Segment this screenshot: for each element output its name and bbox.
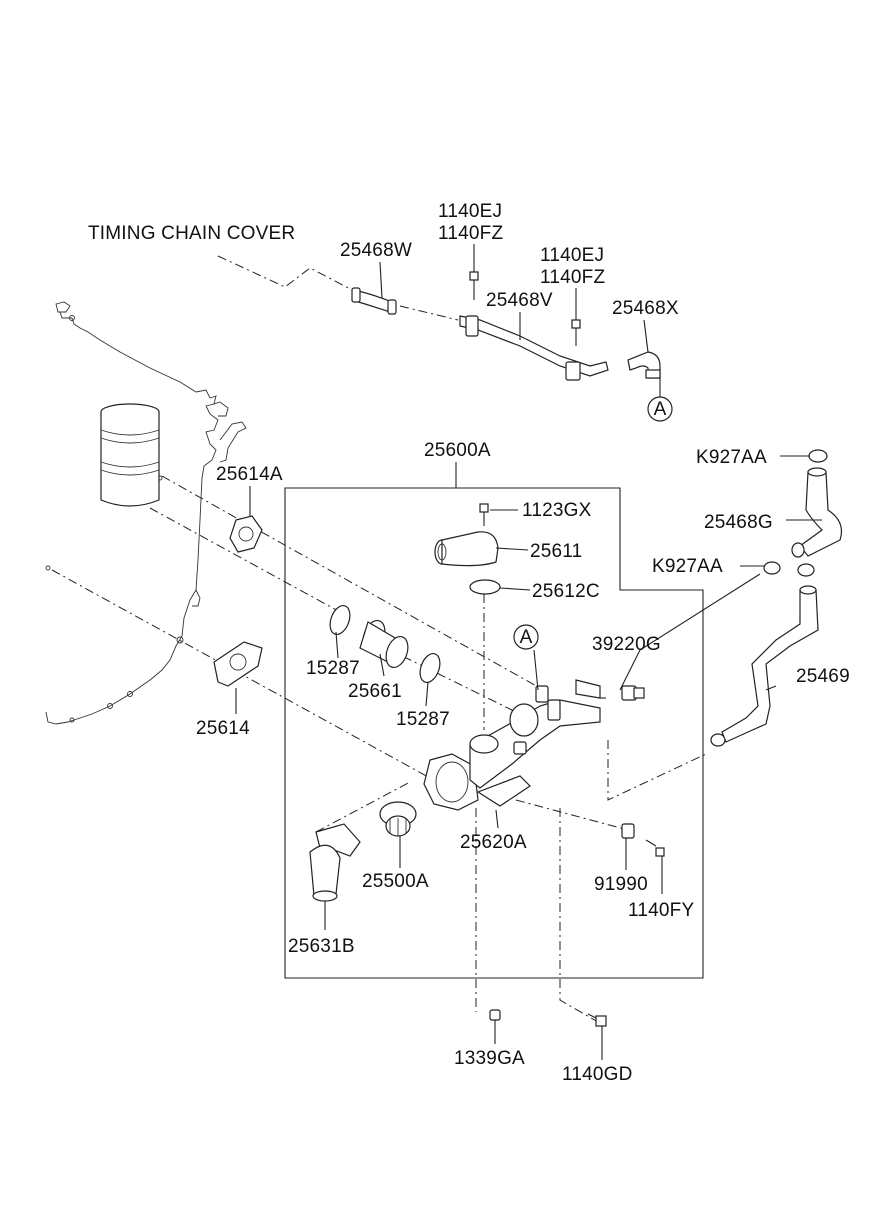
bracket-91990 xyxy=(621,823,635,839)
label-15287-a: 15287 xyxy=(306,658,360,679)
callout-leaders xyxy=(235,244,822,1060)
label-25468V: 25468V xyxy=(486,290,553,311)
label-1140EJ-a: 1140EJ xyxy=(438,201,502,222)
label-1140FZ-b: 1140FZ xyxy=(540,267,605,288)
nut-1339GA xyxy=(489,1009,501,1021)
assembly-boundary-box xyxy=(284,487,704,979)
engine-block-outline xyxy=(45,301,247,725)
label-25468W: 25468W xyxy=(340,240,412,261)
elbow-25468X xyxy=(627,351,661,379)
ref-marker-A-top: A xyxy=(647,396,673,422)
bolt-1123GX xyxy=(479,503,489,526)
label-25620A: 25620A xyxy=(460,832,527,853)
clamp-K927AA-upper xyxy=(808,449,828,463)
sensor-39220G xyxy=(621,685,645,701)
label-25500A: 25500A xyxy=(362,871,429,892)
label-25468G: 25468G xyxy=(704,512,773,533)
inlet-25631B xyxy=(309,823,361,902)
ref-marker-A-mid: A xyxy=(513,624,539,650)
label-1140GD: 1140GD xyxy=(562,1064,633,1085)
label-1123GX: 1123GX xyxy=(522,500,592,521)
label-25612C: 25612C xyxy=(532,581,600,602)
bolt-1140EJ-lower xyxy=(571,319,581,346)
label-25469: 25469 xyxy=(796,666,850,687)
label-K927AA-a: K927AA xyxy=(696,447,767,468)
label-25631B: 25631B xyxy=(288,936,355,957)
label-1339GA: 1339GA xyxy=(454,1048,525,1069)
label-25614: 25614 xyxy=(196,718,250,739)
label-1140FY: 1140FY xyxy=(628,900,694,921)
hose-25468W xyxy=(351,287,397,315)
label-25614A: 25614A xyxy=(216,464,283,485)
pipe-25468V xyxy=(459,315,609,381)
label-25661: 25661 xyxy=(348,681,402,702)
svg-text:A: A xyxy=(654,399,667,420)
clamp-K927AA-mid xyxy=(797,563,815,577)
clamp-K927AA-lower xyxy=(763,561,781,575)
label-25468X: 25468X xyxy=(612,298,679,319)
sleeve-25661 xyxy=(359,619,409,669)
svg-text:A: A xyxy=(520,627,533,648)
label-timing-chain-cover: TIMING CHAIN COVER xyxy=(88,223,295,244)
part-labels: TIMING CHAIN COVER 25468W 1140EJ 1140FZ … xyxy=(88,201,850,1085)
label-25611: 25611 xyxy=(530,541,582,562)
label-1140EJ-b: 1140EJ xyxy=(540,245,604,266)
bolt-1140GD xyxy=(587,1013,607,1027)
oring-15287-right xyxy=(419,652,441,684)
label-39220G: 39220G xyxy=(592,634,661,655)
hose-25469 xyxy=(721,585,819,743)
label-91990: 91990 xyxy=(594,874,648,895)
oring-15287-left xyxy=(329,604,351,636)
label-15287-b: 15287 xyxy=(396,709,450,730)
gasket-25614A xyxy=(229,515,263,553)
oring-25612C xyxy=(469,579,501,595)
outlet-25611 xyxy=(434,531,499,567)
gasket-25614 xyxy=(213,641,263,687)
housing-25620A xyxy=(423,679,601,811)
bolt-1140FY xyxy=(645,839,665,857)
label-25600A: 25600A xyxy=(424,440,491,461)
label-K927AA-b: K927AA xyxy=(652,556,723,577)
hose-25468G xyxy=(791,467,843,558)
label-1140FZ-a: 1140FZ xyxy=(438,223,503,244)
bolt-1140EJ-upper xyxy=(469,271,479,300)
thermostat-25500A xyxy=(379,801,417,837)
